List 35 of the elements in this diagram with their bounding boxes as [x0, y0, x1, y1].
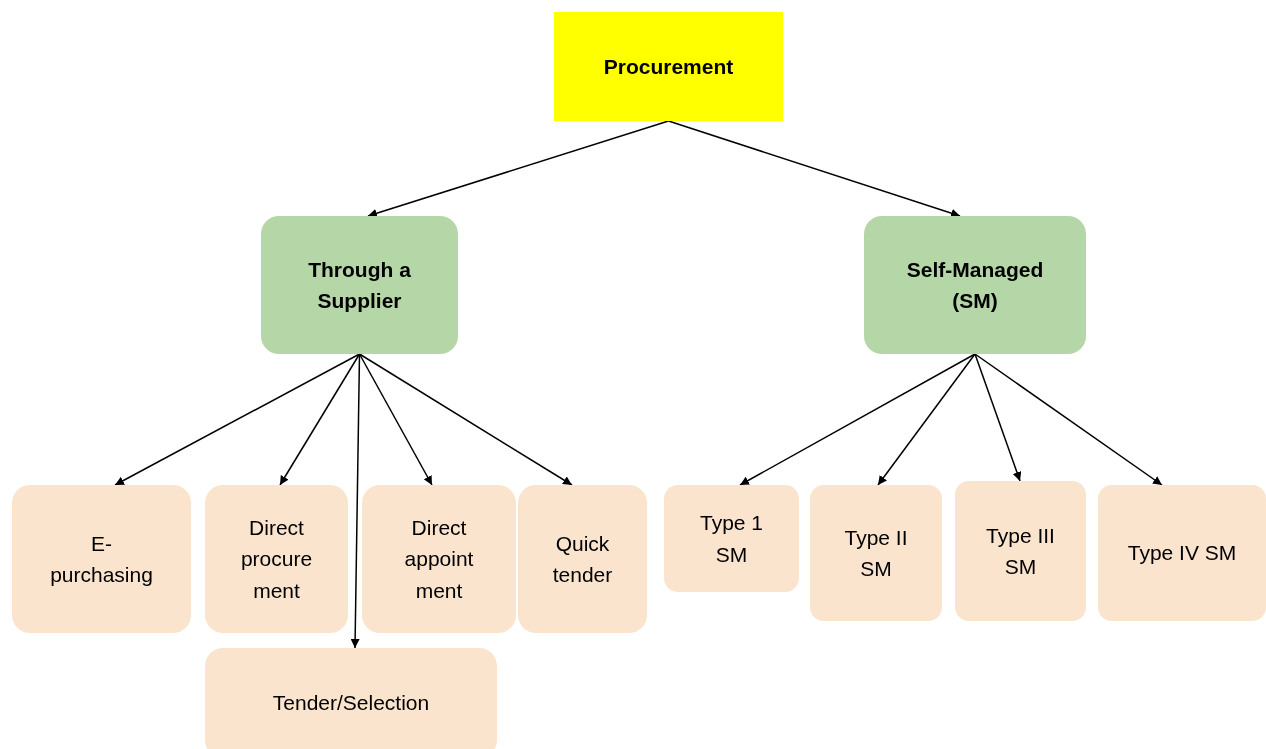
category-box [864, 216, 1086, 354]
box-label: Type II SM [843, 524, 909, 582]
method-box [1098, 485, 1266, 621]
box-label: Direct appoint ment [403, 514, 475, 604]
method-box [205, 648, 497, 749]
box-label: Self-Managed (SM) [905, 256, 1045, 314]
method-box [955, 481, 1086, 621]
box-label: Tender/Selection [272, 690, 430, 717]
box-label: Type IV SM [1127, 540, 1237, 567]
arrow [667, 120, 961, 218]
method-box [810, 485, 942, 621]
arrow [350, 353, 361, 649]
method-box [12, 485, 191, 633]
arrow [739, 353, 976, 486]
arrow [358, 353, 433, 486]
box-label: Through a Supplier [307, 256, 412, 314]
arrow [279, 353, 361, 486]
method-box [362, 485, 516, 633]
arrow [877, 353, 976, 486]
arrow [974, 353, 1022, 482]
arrow [367, 120, 670, 218]
category-box [261, 216, 458, 354]
method-box [518, 485, 647, 633]
method-box [205, 485, 348, 633]
arrow [358, 353, 573, 486]
arrow [974, 353, 1163, 486]
method-box [664, 485, 799, 592]
arrow [114, 353, 361, 486]
box-label: Direct procure ment [239, 514, 314, 604]
box-label: Procurement [603, 53, 734, 80]
box-label: Type 1 SM [698, 510, 764, 568]
box-label: E- purchasing [49, 530, 154, 588]
title-box [554, 12, 783, 121]
box-label: Type III SM [985, 522, 1056, 580]
box-label: Quick tender [551, 530, 614, 588]
